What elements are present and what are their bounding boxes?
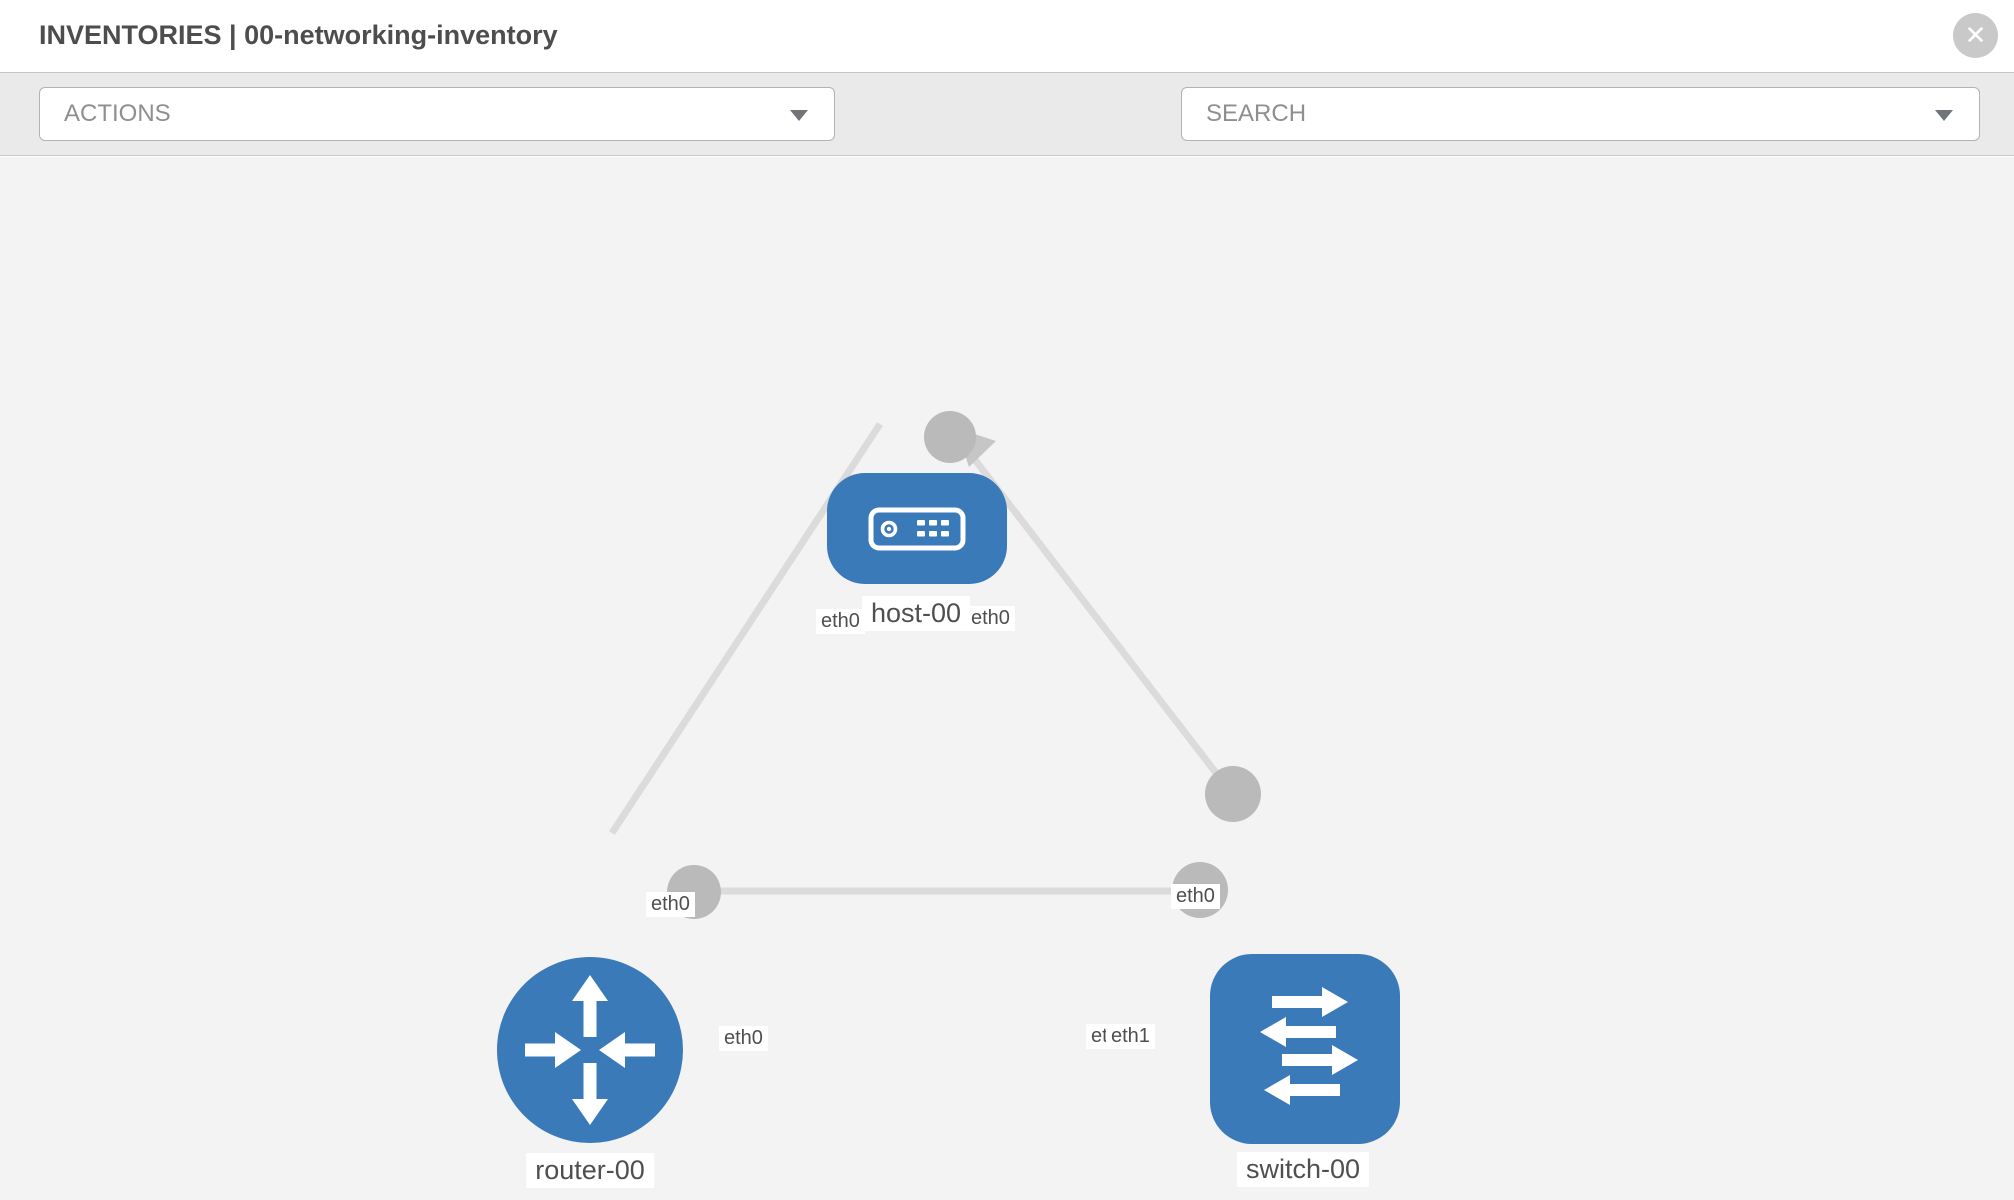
topology-edges	[609, 411, 1261, 919]
interface-label: eth0	[966, 606, 1015, 631]
interface-label: eth0	[719, 1026, 768, 1051]
node-host-00[interactable]	[827, 473, 1007, 584]
topology-canvas[interactable]: host-00 router-00 switch-00 eth0 eth0 et…	[0, 157, 2014, 1200]
page-title: INVENTORIES | 00-networking-inventory	[39, 20, 558, 50]
interface-dot-switch-top[interactable]	[1205, 766, 1261, 822]
actions-dropdown[interactable]: ACTIONS	[39, 87, 835, 141]
interface-label: eth0	[1171, 884, 1220, 909]
search-dropdown[interactable]: SEARCH	[1181, 87, 1980, 141]
switch-icon	[1210, 954, 1400, 1144]
node-label-switch: switch-00	[1236, 1152, 1370, 1187]
toolbar: ACTIONS SEARCH	[0, 72, 2014, 210]
search-dropdown-label: SEARCH	[1206, 100, 1307, 127]
interface-label: eth1	[1106, 1024, 1155, 1049]
actions-dropdown-label: ACTIONS	[64, 100, 171, 127]
interface-label: eth0	[646, 892, 695, 917]
node-router-00[interactable]	[497, 957, 683, 1143]
link-arrowhead	[956, 428, 996, 467]
interface-label: eth0	[816, 609, 865, 634]
host-icon	[865, 505, 969, 553]
node-label-host: host-00	[861, 596, 971, 631]
node-switch-00[interactable]	[1210, 954, 1400, 1144]
header: INVENTORIES | 00-networking-inventory ✕	[0, 0, 2014, 72]
close-button[interactable]: ✕	[1953, 13, 1998, 58]
chevron-down-icon	[790, 110, 808, 121]
node-label-router: router-00	[526, 1153, 654, 1188]
router-icon	[497, 957, 683, 1143]
interface-dot-host[interactable]	[924, 411, 976, 463]
close-icon: ✕	[1964, 20, 1987, 50]
chevron-down-icon	[1935, 110, 1953, 121]
